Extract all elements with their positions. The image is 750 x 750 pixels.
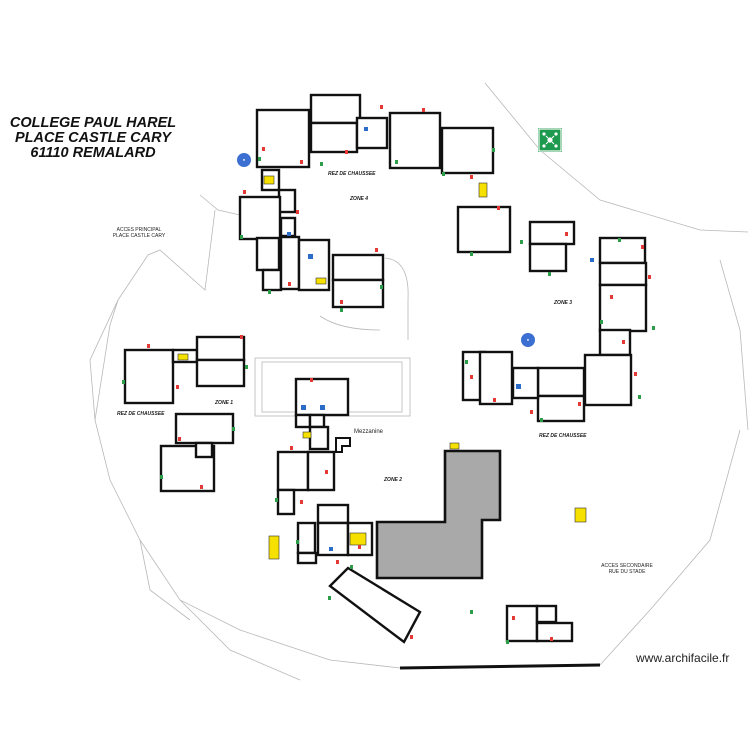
zone-marker-icon: ● [521,333,535,347]
credit-link[interactable]: www.archifacile.fr [636,651,730,665]
zone-marker-icon: ● [237,153,251,167]
accessibility-marks [287,127,594,551]
highlight-areas [177,175,587,560]
label-rez-left: REZ DE CHAUSSEE [117,411,165,417]
gymnasium [375,449,502,580]
label-acces-principal: ACCES PRINCIPAL PLACE CASTLE CARY [112,227,166,239]
label-rez-top: REZ DE CHAUSSEE [328,171,376,177]
title-line-1: COLLEGE PAUL HAREL [9,115,177,131]
label-acces-secondaire: ACCES SECONDAIRE RUE DU STADE [600,563,654,575]
label-mezzanine: Mezzanine [354,429,384,435]
label-zone3: ZONE 3 [554,300,573,306]
title-line-3: 61110 REMALARD [30,145,156,161]
acces-secondaire-line2: RUE DU STADE [608,569,646,575]
acces-principal-line1: ACCES PRINCIPAL [116,227,162,233]
assembly-point-icon [538,128,562,152]
label-rez-right: REZ DE CHAUSSEE [539,433,587,439]
title-line-2: PLACE CASTLE CARY [14,130,172,146]
zone2-buildings [276,377,422,644]
annex-building [505,604,574,643]
safety-markers-green [122,148,655,644]
zone4-buildings [238,93,512,309]
acces-secondaire-line1: ACCES SECONDAIRE [601,563,653,569]
site-perimeter [399,663,601,670]
label-zone2: ZONE 2 [384,477,403,483]
site-outline [89,82,749,681]
label-zone1: ZONE 1 [215,400,234,406]
acces-principal-line2: PLACE CASTLE CARY [112,233,166,239]
page-title: COLLEGE PAUL HAREL PLACE CASTLE CARY 611… [8,116,178,161]
label-zone4: ZONE 4 [350,196,369,202]
safety-markers-red [147,105,651,641]
